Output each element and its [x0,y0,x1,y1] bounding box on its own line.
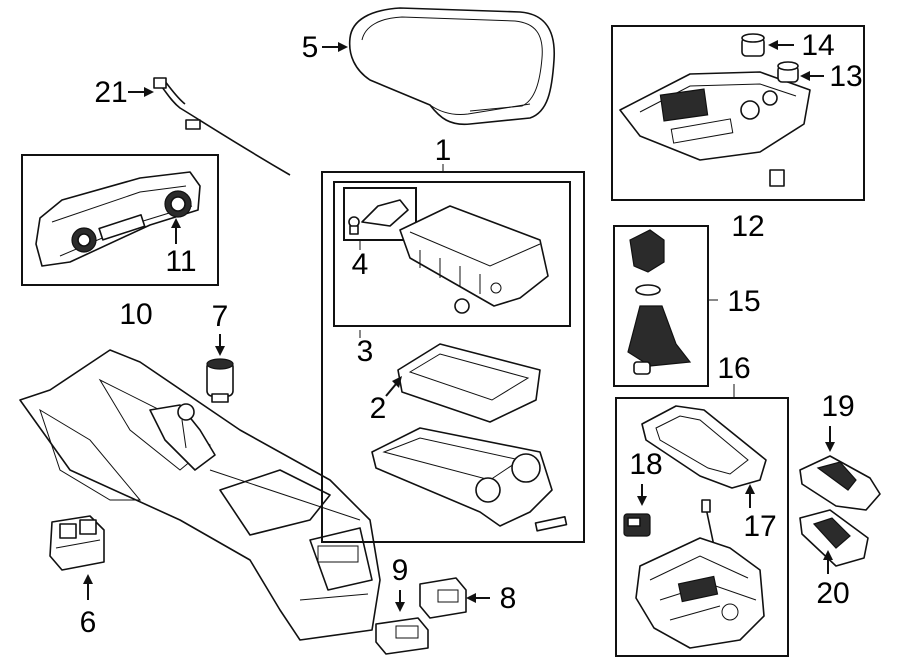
callout-18: 18 [629,448,663,506]
callout-17-label: 17 [743,510,776,543]
part-6-switch [49,515,105,571]
part-8-switch [419,577,467,619]
callout-19-label: 19 [821,390,854,423]
callout-15-label: 15 [727,285,760,318]
callout-4-label: 4 [352,248,369,281]
callout-9: 9 [392,554,409,612]
callout-14: 14 [768,29,835,62]
part-12-control-panel [619,71,811,187]
callout-6-label: 6 [80,606,97,639]
callout-13-label: 13 [829,60,862,93]
part-10-climate-control [35,171,201,267]
callout-3-label: 3 [357,335,374,368]
group-box-1 [321,171,585,543]
part-15-shift-knob-boot [627,229,692,375]
callout-11: 11 [165,218,197,278]
callout-8-label: 8 [500,582,517,615]
center-console [19,349,381,641]
callout-10-label: 10 [119,298,152,331]
part-21-cable [153,77,291,176]
part-17-gasket [641,405,767,489]
callout-1-label: 1 [435,134,452,167]
callout-19: 19 [821,390,855,452]
part-3-bracket [399,205,549,314]
group-box-10 [21,154,219,286]
group-box-3 [333,181,571,327]
part-1-lower-housing [371,427,568,532]
callout-12-label: 12 [731,210,764,243]
part-4-clip-set [343,187,417,241]
part-18-switch [623,513,651,537]
callout-7: 7 [212,300,229,356]
callout-20: 20 [816,550,850,610]
callout-9-label: 9 [392,554,409,587]
part-7-power-socket [206,358,234,403]
callout-6: 6 [80,574,97,639]
part-20-bracket [799,509,869,567]
callout-13: 13 [800,60,863,93]
callout-7-label: 7 [212,300,229,333]
callout-2: 2 [370,376,402,425]
part-19-cover [799,455,881,511]
part-2-tray [397,343,541,423]
part-14-knob [741,33,765,57]
callout-21-label: 21 [94,76,127,109]
callout-14-label: 14 [801,29,834,62]
part-5-armrest-lid [348,7,555,126]
group-box-15 [613,225,709,387]
callout-18-label: 18 [629,448,662,481]
callout-20-label: 20 [816,577,849,610]
callout-5-label: 5 [302,31,319,64]
callout-5: 5 [302,31,348,64]
shifter-assembly [635,499,765,649]
callout-21: 21 [94,76,154,109]
callout-8: 8 [466,582,516,615]
callout-17: 17 [743,484,777,543]
callout-2-label: 2 [370,392,387,425]
callout-16-label: 16 [717,352,750,385]
callout-11-label: 11 [165,245,196,278]
group-box-12 [611,25,865,201]
part-13-knob [777,61,799,83]
callout-15: 15 [708,285,761,318]
group-box-16 [615,397,789,657]
part-9-switch [375,617,429,655]
